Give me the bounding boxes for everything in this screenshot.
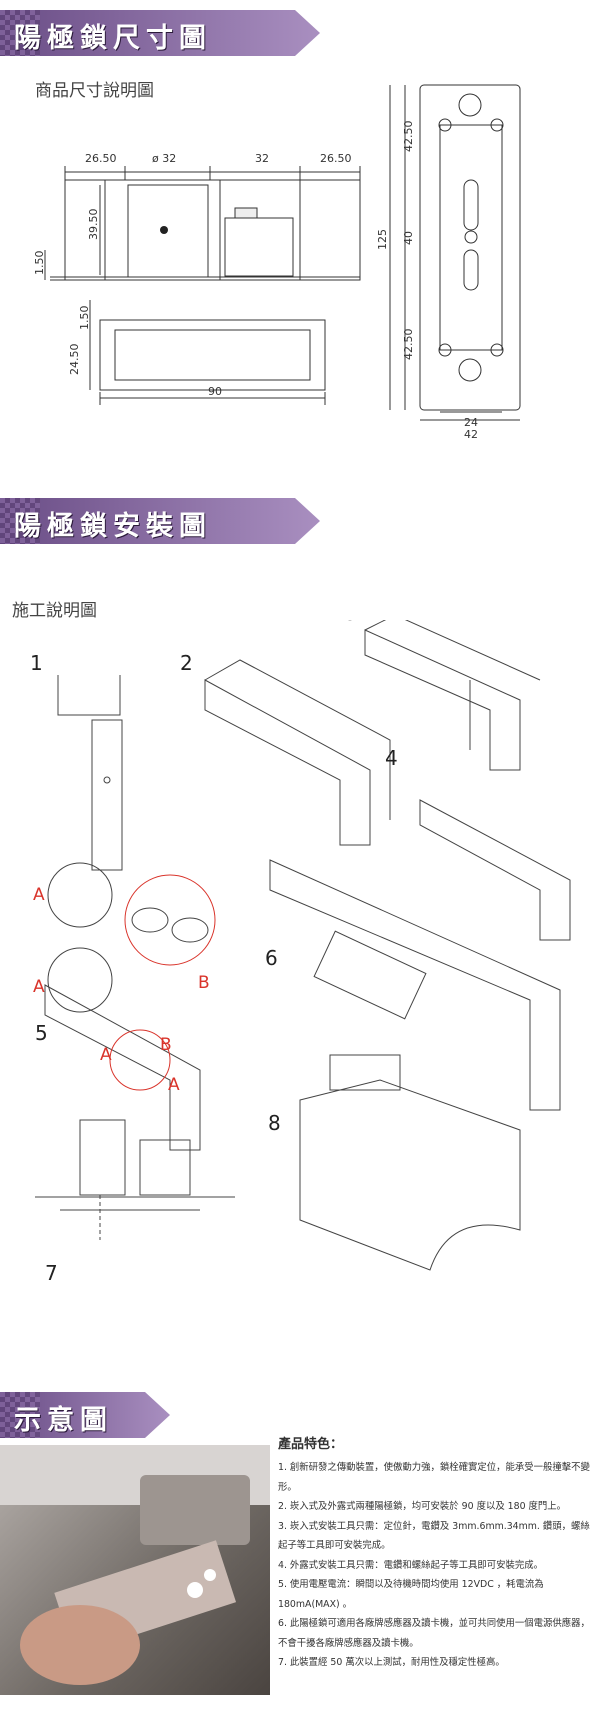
dim-bottom-1: 24	[464, 416, 478, 429]
detail-circle-b	[124, 874, 216, 966]
step-3: 3	[345, 620, 358, 625]
dimension-banner: 陽極鎖尺寸圖	[0, 10, 320, 56]
dim-h2: 1.50	[33, 251, 46, 276]
dim-h1: 39.50	[87, 209, 100, 241]
label-a-1: A	[33, 885, 45, 905]
dim-h3: 1.50	[78, 306, 91, 331]
step-7: 7	[45, 1261, 58, 1285]
install-subtitle: 施工說明圖	[12, 601, 97, 621]
feature-item: 1. 創新研發之傳動裝置，使傲動力強，鎖栓確實定位，能承受一般撞擊不變形。	[278, 1462, 590, 1493]
banner-bg	[0, 1392, 170, 1438]
dim-side-4: 42.50	[402, 329, 415, 361]
banner-bg	[0, 10, 320, 56]
step-2: 2	[180, 651, 193, 675]
feature-item: 5. 使用電壓電流：瞬間以及待機時間均使用 12VDC ，耗電流為 180mA(…	[278, 1579, 544, 1610]
feature-list: 產品特色： 1. 創新研發之傳動裝置，使傲動力強，鎖栓確實定位，能承受一般撞擊不…	[278, 1436, 596, 1673]
dim-side-1: 42.50	[402, 121, 415, 153]
dim-side-2: 125	[376, 229, 389, 250]
label-a-2: A	[33, 977, 45, 997]
product-photo	[0, 1445, 270, 1695]
dim-top-4: 26.50	[320, 152, 352, 165]
step1-frame	[57, 675, 121, 716]
step-1: 1	[30, 651, 43, 675]
label-b-1: B	[198, 973, 210, 993]
dim-h4: 24.50	[68, 344, 81, 376]
label-b-2: B	[160, 1035, 172, 1055]
step-8: 8	[268, 1111, 281, 1135]
section-title: 陽極鎖安裝圖	[14, 511, 212, 542]
page-title: 陽極鎖尺寸圖	[14, 23, 212, 54]
feature-item: 7. 此裝置經 50 萬次以上測試，耐用性及穩定性極高。	[278, 1657, 505, 1668]
dim-width: 90	[208, 385, 222, 398]
dimension-drawing: 26.50 ø 32 32 26.50 39.50 1.50 1.50 24.5…	[33, 84, 521, 441]
label-a-3: A	[100, 1045, 112, 1065]
step3-beam	[364, 629, 521, 771]
dimension-subtitle: 商品尺寸說明圖	[35, 81, 154, 101]
step2-beam	[204, 679, 371, 846]
feature-item: 4. 外露式安裝工具只需：電鑽和螺絲起子等工具即可安裝完成。	[278, 1559, 544, 1571]
step6-beam	[269, 859, 561, 1111]
step8-door	[299, 1079, 521, 1271]
dim-top-1: 26.50	[85, 152, 117, 165]
dim-top-2: ø 32	[152, 152, 176, 165]
feature-item: 2. 崁入式及外露式兩種陽極鎖，均可安裝於 90 度以及 180 度門上。	[278, 1501, 567, 1512]
install-drawing: 1 2 3 4 5 6 7 8 A A B A B A	[30, 620, 571, 1285]
feature-item: 6. 此陽極鎖可適用各廠牌感應器及讀卡機，並可共同使用一個電源供應器，不會干擾各…	[278, 1618, 590, 1649]
feature-item: 3. 崁入式安裝工具只需：定位針，電鑽及 3mm.6mm.34mm. 鑽頭，螺絲…	[278, 1520, 590, 1552]
plate-view	[419, 84, 521, 411]
step-5: 5	[35, 1021, 48, 1045]
step5-beam	[44, 984, 201, 1151]
step-4: 4	[385, 746, 398, 770]
features-title: 產品特色：	[278, 1437, 344, 1452]
dim-bottom-2: 42	[464, 428, 478, 441]
step7-device	[79, 1119, 126, 1196]
front-view-frame	[64, 179, 361, 281]
side-view-frame	[99, 319, 326, 391]
dim-side-3: 40	[402, 231, 415, 245]
banner-bg	[0, 498, 320, 544]
schematic-banner: 示意圖	[0, 1392, 170, 1438]
section-title: 示意圖	[14, 1405, 113, 1436]
dim-top-3: 32	[255, 152, 269, 165]
step4-beam	[419, 799, 571, 941]
photo-illustration	[0, 1445, 270, 1685]
install-banner: 陽極鎖安裝圖	[0, 498, 320, 544]
step-6: 6	[265, 946, 278, 970]
label-a-4: A	[168, 1075, 180, 1095]
